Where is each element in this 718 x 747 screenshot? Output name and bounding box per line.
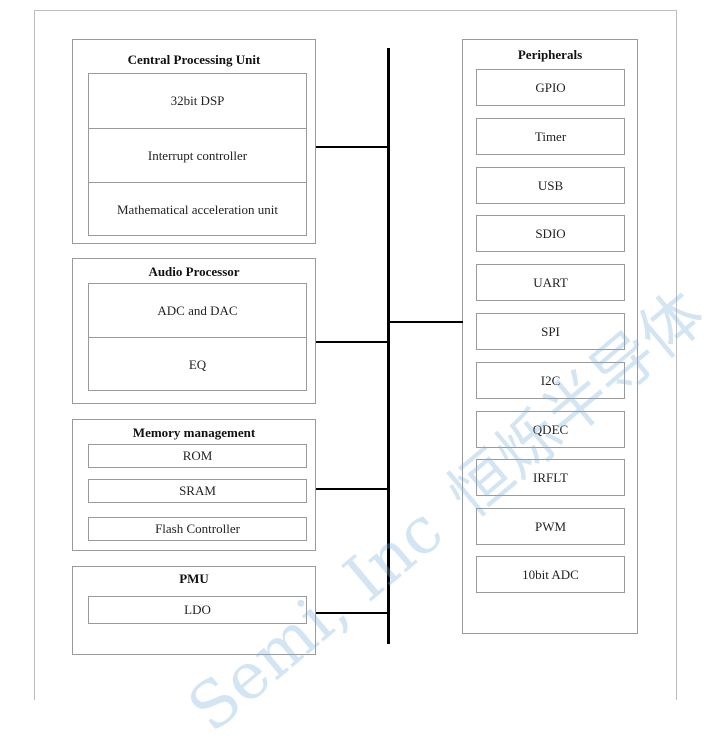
cpu-separator <box>89 128 306 129</box>
cpu-title: Central Processing Unit <box>127 52 261 67</box>
system-bus <box>387 48 390 644</box>
cpu-item-math-acceleration: Mathematical acceleration unit <box>117 201 278 217</box>
pmu-bus-connector <box>316 612 388 614</box>
memory-item-sram: SRAM <box>88 479 307 503</box>
peripheral-uart: UART <box>476 264 625 301</box>
audio-item-adc-dac: ADC and DAC <box>157 302 238 318</box>
memory-item-flash-controller: Flash Controller <box>88 517 307 541</box>
audio-block: Audio Processor ADC and DAC EQ <box>72 258 316 404</box>
memory-item-rom: ROM <box>88 444 307 468</box>
pmu-block: PMU LDO <box>72 566 316 655</box>
audio-item-stack: ADC and DAC EQ <box>88 283 307 391</box>
memory-title: Memory management <box>132 425 256 440</box>
diagram-frame <box>34 10 677 700</box>
peripherals-bus-connector <box>389 321 463 323</box>
cpu-block: Central Processing Unit 32bit DSP Interr… <box>72 39 316 244</box>
peripheral-sdio: SDIO <box>476 215 625 252</box>
peripheral-10bit-adc: 10bit ADC <box>476 556 625 593</box>
pmu-title: PMU <box>179 571 209 586</box>
audio-separator <box>89 337 306 338</box>
peripherals-block: Peripherals GPIO Timer USB SDIO UART SPI… <box>462 39 638 634</box>
memory-block: Memory management ROM SRAM Flash Control… <box>72 419 316 551</box>
cpu-separator <box>89 182 306 183</box>
peripheral-gpio: GPIO <box>476 69 625 106</box>
peripherals-title: Peripherals <box>517 47 583 62</box>
cpu-item-dsp: 32bit DSP <box>170 93 225 108</box>
cpu-item-stack: 32bit DSP Interrupt controller Mathemati… <box>88 73 307 236</box>
audio-bus-connector <box>316 341 388 343</box>
memory-bus-connector <box>316 488 388 490</box>
peripheral-timer: Timer <box>476 118 625 155</box>
peripheral-spi: SPI <box>476 313 625 350</box>
peripheral-i2c: I2C <box>476 362 625 399</box>
cpu-bus-connector <box>316 146 388 148</box>
pmu-item-ldo: LDO <box>88 596 307 624</box>
peripheral-irflt: IRFLT <box>476 459 625 496</box>
cpu-item-interrupt-controller: Interrupt controller <box>147 147 248 163</box>
peripheral-qdec: QDEC <box>476 411 625 448</box>
audio-title: Audio Processor <box>148 264 240 279</box>
peripheral-usb: USB <box>476 167 625 204</box>
audio-item-eq: EQ <box>188 356 207 372</box>
peripheral-pwm: PWM <box>476 508 625 545</box>
